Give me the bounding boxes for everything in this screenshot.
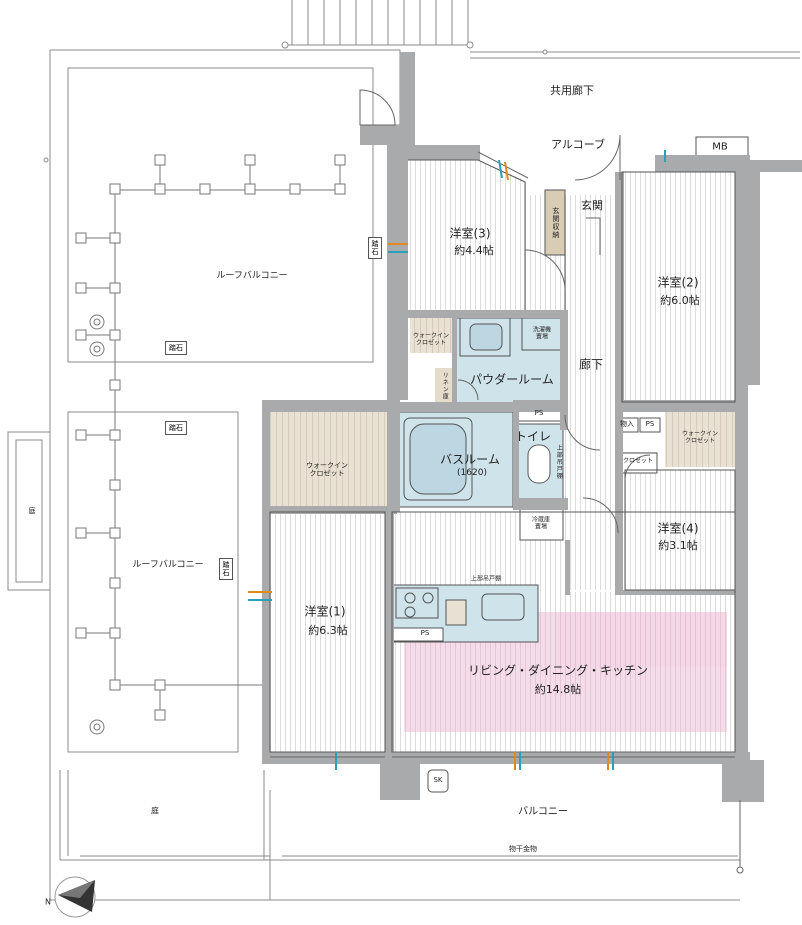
room2-name: 洋室(2) [657,275,699,290]
kitchen-upper-cabinet-label: 上部吊戸棚 [470,575,502,583]
room1-area: 約6.3帖 [308,623,348,637]
ps-kitchen-label: PS [420,629,430,638]
roof-balcony-left-label: ルーフバルコニー [132,560,204,571]
closets [267,190,735,510]
compass-icon [54,876,96,918]
doors [359,89,651,534]
storage-label: 物入 [620,420,634,429]
sk-label: SK [433,776,443,785]
site-outline [7,49,740,901]
mb-label: MB [712,141,728,153]
room4-area: 約3.1帖 [658,538,698,552]
corridor-label: 廊下 [578,357,604,372]
window-accents [248,150,666,770]
wic-right-label: ウォークイン クロゼット [681,430,719,444]
stepping-stone-d: 踏石 [219,558,233,580]
fridge-label: 冷蔵庫 置場 [531,516,551,530]
room2-area: 約6.0帖 [660,293,700,307]
powder-room-label: パウダールーム [470,372,554,387]
common-corridor-label: 共用廊下 [550,83,594,97]
entrance-label: 玄関 [581,198,603,212]
room3-name: 洋室(3) [449,226,491,241]
garden-bottom-label: 庭 [151,806,159,816]
linen-label: リネン庫 [441,372,449,400]
roof-balcony-top-label: ルーフバルコニー [216,271,288,282]
ldk-name: リビング・ダイニング・キッチン [467,663,649,678]
room4-name: 洋室(4) [657,521,699,536]
wic-small-label: ウォークイン クロゼット [412,332,450,346]
balcony-label: バルコニー [518,806,568,818]
ps-right-label: PS [645,420,655,429]
ldk-area: 約14.8帖 [534,682,582,696]
wic-large-label: ウォークイン クロゼット [306,461,348,477]
walls [262,52,802,802]
alcove-label: アルコーブ [550,137,606,151]
entrance-storage-label: 玄関収納 [551,207,560,239]
closet-label: クロゼット [622,457,654,465]
upper-structure [43,0,800,163]
bathroom-label: バスルーム [440,452,500,467]
windows [270,151,744,874]
stepping-stone-a: 踏石 [165,341,187,355]
railing [75,154,346,735]
bath-size-label: (1620) [457,468,487,479]
north-label: N [45,897,51,907]
laundry-label: 洗濯機 置場 [532,326,552,340]
ps-label: PS [534,409,544,418]
room1-name: 洋室(1) [304,604,346,619]
toilet-upper-cabinet-label: 上部吊戸棚 [555,444,563,480]
stepping-stone-c: 踏石 [368,237,382,259]
garden-left-label: 庭 [28,507,36,516]
stepping-stone-b: 踏石 [165,421,187,435]
clothes-hanger-label: 物干金物 [509,845,537,854]
room3-area: 約4.4帖 [454,243,494,257]
toilet-label: トイレ [514,429,552,444]
